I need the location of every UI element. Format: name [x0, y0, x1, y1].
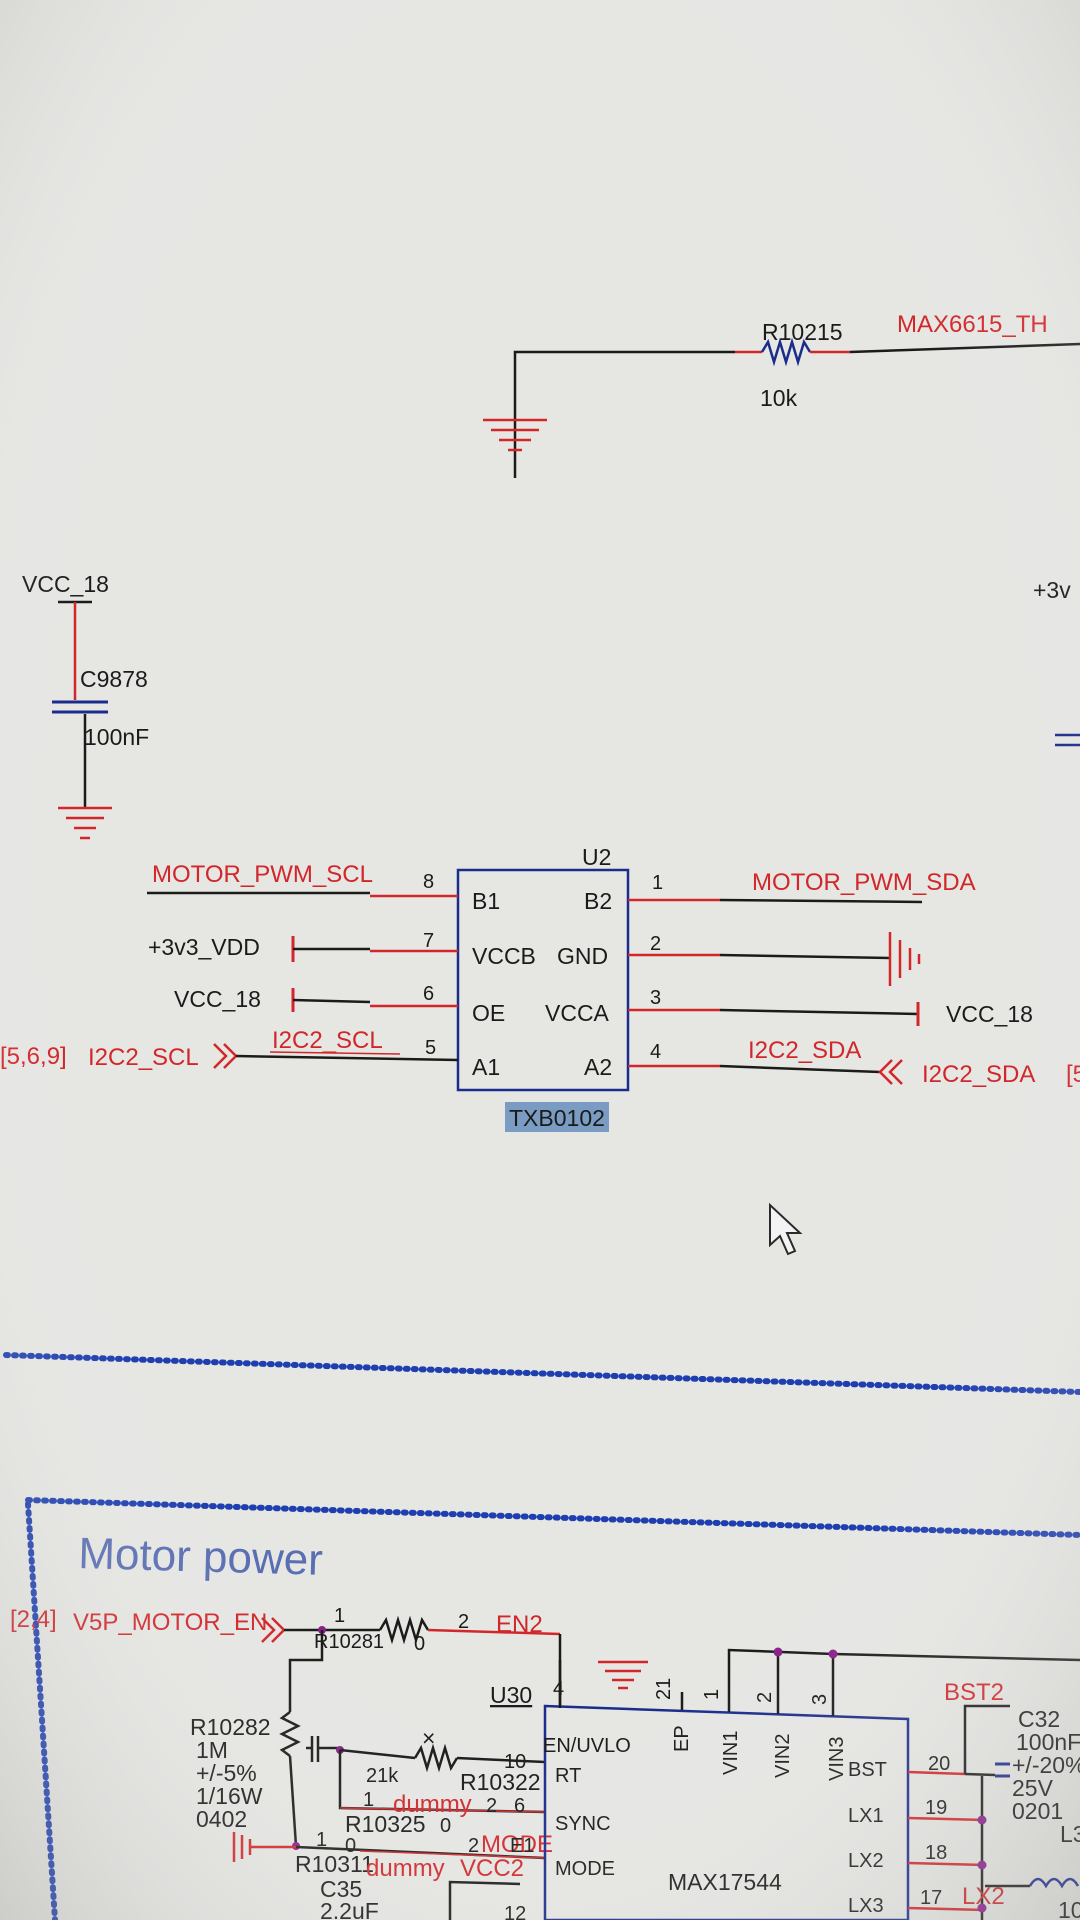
net-label-motor-pwm-scl: MOTOR_PWM_SCL	[152, 861, 373, 888]
u30-pin-ep: EP	[671, 1725, 693, 1752]
resistor-ref: R10215	[762, 319, 843, 345]
u30-pin-num-2: 2	[754, 1692, 776, 1703]
u30-pin-lx3: LX3	[848, 1895, 884, 1917]
net-label-i2c2-sda: I2C2_SDA	[748, 1037, 861, 1064]
pin-num-3: 3	[650, 987, 661, 1009]
u30-pin-vin1: VIN1	[720, 1731, 742, 1775]
r10281-value: 0	[414, 1633, 425, 1655]
u30-pin-mode: MODE	[555, 1858, 615, 1880]
r10311-value: 0	[345, 1835, 356, 1857]
r10311-note: dummy	[366, 1855, 445, 1882]
resistor-value: 10k	[760, 385, 798, 411]
pin-name-a1: A1	[472, 1054, 500, 1080]
c35-pin: 12	[504, 1903, 526, 1920]
c32-line-4: 0201	[1012, 1798, 1063, 1824]
r10281-pin1: 1	[334, 1605, 345, 1627]
pin-num-4: 4	[650, 1041, 661, 1063]
partial-rail-label: +3v	[1033, 577, 1071, 603]
edge-label-l3: L3	[1060, 1821, 1080, 1847]
net-label-max6615: MAX6615_TH	[897, 311, 1048, 338]
pin-num-1: 1	[652, 872, 663, 894]
pin-num-6: 6	[423, 983, 434, 1005]
ic-u30-part: MAX17544	[668, 1869, 782, 1895]
r10322-value: 21k	[366, 1765, 399, 1787]
pin-name-b2: B2	[584, 888, 612, 914]
u30-pin-rt: RT	[555, 1765, 581, 1787]
pin-name-vcca: VCCA	[545, 1000, 610, 1026]
r10311-pin2: 2	[468, 1835, 479, 1857]
u30-pin-num-17: 17	[920, 1887, 942, 1909]
u30-pin-lx1: LX1	[848, 1805, 884, 1827]
u30-pin-num-3: 3	[809, 1694, 831, 1705]
pin-name-gnd: GND	[557, 943, 608, 969]
r10322-pin: 10	[504, 1751, 526, 1773]
r10322-ref: R10322	[460, 1769, 541, 1795]
ic-part: TXB0102	[509, 1105, 605, 1131]
u30-pin-num-21: 21	[653, 1678, 675, 1700]
offpage-ref-en: [2,4]	[10, 1606, 57, 1633]
c35-value: 2.2uF	[320, 1898, 379, 1920]
offpage-ref-left: [5,6,9]	[0, 1043, 67, 1070]
u30-pin-num-1: 1	[701, 1689, 723, 1700]
u30-pin-bst: BST	[848, 1759, 887, 1781]
ic-u30-ref: U30	[490, 1682, 532, 1708]
pin-name-b1: B1	[472, 888, 500, 914]
net-label-i2c2-scl: I2C2_SCL	[272, 1027, 383, 1054]
u30-pin-num-18: 18	[925, 1842, 947, 1864]
r10325-pin: 6	[514, 1795, 525, 1817]
section-title: Motor power	[78, 1529, 324, 1585]
r10325-pin2: 2	[486, 1795, 497, 1817]
r10311-pin1: 1	[316, 1829, 327, 1851]
offpage-net-i2c2-scl: I2C2_SCL	[88, 1044, 199, 1071]
rail-label-vcc18-vcca: VCC_18	[946, 1001, 1033, 1027]
pin-name-oe: OE	[472, 1000, 505, 1026]
net-label-en2: EN2	[496, 1611, 543, 1638]
cap-value: 100nF	[84, 724, 149, 750]
pin-num-2: 2	[650, 933, 661, 955]
r10311-ref: R10311	[295, 1851, 374, 1877]
offpage-net-i2c2-sda: I2C2_SDA	[922, 1061, 1035, 1088]
r10281-pin2: 2	[458, 1611, 469, 1633]
r10325-pin1: 1	[363, 1789, 374, 1811]
rail-label-vcc18-oe: VCC_18	[174, 986, 261, 1012]
r10282-line-4: 0402	[196, 1806, 247, 1832]
edge-label-10: 10	[1058, 1897, 1080, 1920]
offpage-ref-right: [5	[1066, 1061, 1080, 1088]
pin-num-8: 8	[423, 871, 434, 893]
pin-num-7: 7	[423, 930, 434, 952]
dnp-marker-icon: ×	[422, 1725, 435, 1751]
net-label-bst2: BST2	[944, 1679, 1004, 1706]
pin-name-a2: A2	[584, 1054, 612, 1080]
net-label-motor-pwm-sda: MOTOR_PWM_SDA	[752, 869, 976, 896]
r10311-vcc: VCC2	[460, 1855, 524, 1882]
rail-label-3v3-vdd: +3v3_VDD	[148, 934, 260, 960]
ic-ref: U2	[582, 844, 611, 870]
cap-ref: C9878	[80, 666, 148, 692]
r10325-ref: R10325	[345, 1811, 426, 1837]
pin-num-5: 5	[425, 1037, 436, 1059]
u30-pin-en-uvlo: EN/UVLO	[543, 1735, 631, 1757]
u30-pin-num-19: 19	[925, 1797, 947, 1819]
pin-name-vccb: VCCB	[472, 943, 536, 969]
u30-pin-vin2: VIN2	[772, 1734, 794, 1778]
rail-label-vcc18: VCC_18	[22, 571, 109, 597]
u30-pin-vin3: VIN3	[826, 1737, 848, 1781]
r10325-value: 0	[440, 1815, 451, 1837]
r10281-ref: R10281	[314, 1631, 384, 1653]
u30-pin-sync: SYNC	[555, 1813, 611, 1835]
u30-pin-lx2: LX2	[848, 1850, 884, 1872]
u30-pin-num-4: 4	[553, 1678, 564, 1700]
net-label-v5p-motor-en: V5P_MOTOR_EN	[73, 1609, 267, 1636]
r10311-pin: E1	[510, 1835, 534, 1857]
